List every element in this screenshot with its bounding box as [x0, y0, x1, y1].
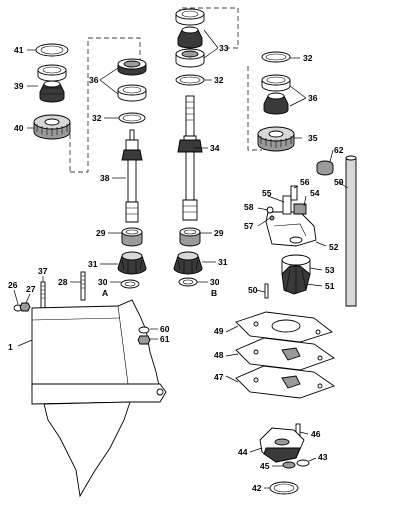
part-57-seal: [269, 215, 275, 221]
part-43-ring: [296, 459, 310, 467]
part-32-ring-center: [175, 74, 205, 86]
part-36-bearing-cup-left: [117, 58, 147, 102]
label-33: 33: [219, 43, 229, 53]
label-46: 46: [311, 429, 321, 439]
part-33-bearing: [175, 8, 205, 68]
part-31-gear-right: [173, 251, 203, 275]
part-35-gear: [257, 126, 295, 152]
group-bracket-left: [70, 37, 141, 173]
leader-lines: [13, 29, 349, 489]
part-59-water-tube: [345, 155, 357, 307]
part-40-gear: [33, 114, 71, 140]
label-44: 44: [238, 447, 248, 457]
part-61-nut: [137, 335, 151, 345]
part-34-pinion-shaft: [177, 95, 203, 221]
label-39: 39: [14, 81, 24, 91]
part-62-grommet: [316, 160, 334, 176]
label-40: 40: [14, 123, 24, 133]
part-52-pump-housing: [265, 211, 317, 247]
part-32-ring-left: [118, 112, 146, 124]
part-28-stud: [80, 271, 86, 301]
label-41: 41: [14, 45, 24, 55]
part-29-bushing-right: [179, 227, 201, 247]
label-54: 54: [310, 188, 320, 198]
label-47: 47: [214, 372, 224, 382]
label-58: 58: [244, 202, 254, 212]
part-32-ring-right: [261, 51, 291, 63]
part-50-key: [264, 283, 269, 299]
part-56-tube-seal: [290, 185, 298, 201]
label-42: 42: [252, 483, 262, 493]
part-38-shaft: [121, 129, 143, 223]
label-32-left: 32: [92, 113, 102, 123]
label-62: 62: [334, 145, 344, 155]
label-48: 48: [214, 350, 224, 360]
part-60-washer: [138, 326, 150, 334]
label-32-center: 32: [214, 75, 224, 85]
part-30-washer-right: [178, 277, 198, 287]
group-bracket-right: [247, 66, 262, 151]
part-54-grommet: [293, 203, 307, 215]
label-34: 34: [210, 143, 220, 153]
label-59: 59: [334, 177, 344, 187]
label-61: 61: [160, 334, 170, 344]
label-31-right: 31: [218, 257, 228, 267]
part-30-washer-left: [120, 279, 140, 289]
label-60: 60: [160, 324, 170, 334]
label-29-left: 29: [96, 228, 106, 238]
label-26: 26: [8, 280, 18, 290]
part-45-seal: [282, 461, 296, 469]
label-57: 57: [244, 221, 254, 231]
callout-labels: 41 39 40 36 32 38 33 32 34 32 36 35 62 5…: [8, 43, 344, 493]
label-50: 50: [248, 285, 258, 295]
part-55-sleeve: [282, 195, 292, 215]
part-51-impeller: [281, 265, 311, 295]
part-29-bushing-left: [121, 227, 143, 247]
label-38: 38: [100, 173, 110, 183]
label-sub-a: A: [102, 288, 108, 298]
label-30-right: 30: [210, 277, 220, 287]
part-48-plate: [235, 337, 335, 371]
part-37-stud: [40, 281, 46, 309]
label-43: 43: [318, 452, 328, 462]
label-36-right: 36: [308, 93, 318, 103]
label-31-left: 31: [88, 259, 98, 269]
label-30-left: 30: [98, 277, 108, 287]
part-31-gear-left: [117, 251, 147, 275]
label-sub-b: B: [211, 288, 217, 298]
part-47-gasket: [235, 365, 335, 399]
part-49-gasket: [235, 311, 333, 343]
label-49: 49: [214, 326, 224, 336]
part-44-housing: [259, 427, 305, 463]
label-29-right: 29: [214, 228, 224, 238]
part-36-bearing-right: [261, 74, 291, 115]
part-39-bearing: [37, 64, 67, 103]
label-53: 53: [325, 265, 335, 275]
label-36-left: 36: [89, 75, 99, 85]
label-35: 35: [308, 133, 318, 143]
label-52: 52: [329, 242, 339, 252]
label-32-right: 32: [303, 53, 313, 63]
part-1-gearcase-housing: [31, 299, 167, 498]
label-56: 56: [300, 177, 310, 187]
label-55: 55: [262, 188, 272, 198]
part-41-ring: [35, 43, 69, 57]
part-42-ring: [269, 481, 299, 495]
part-27-nut: [19, 302, 31, 312]
label-37: 37: [38, 266, 48, 276]
label-51: 51: [325, 281, 335, 291]
label-27: 27: [26, 284, 36, 294]
label-28: 28: [58, 277, 68, 287]
label-1: 1: [8, 342, 13, 352]
label-45: 45: [260, 461, 270, 471]
